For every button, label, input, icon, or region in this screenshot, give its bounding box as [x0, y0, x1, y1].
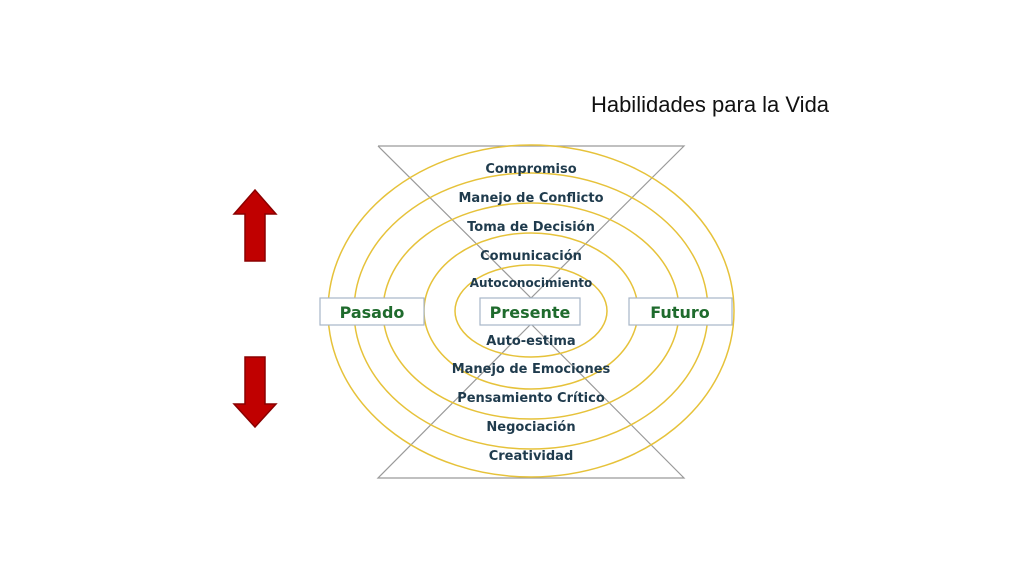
pasado-label: Pasado	[340, 303, 405, 322]
presente-label: Presente	[490, 303, 571, 322]
futuro-box	[628, 297, 733, 326]
skill-manejo-de-conflicto: Manejo de Conflicto	[458, 191, 603, 206]
skill-toma-de-decision: Toma de Decisión	[467, 220, 595, 235]
skill-manejo-de-emociones: Manejo de Emociones	[452, 362, 611, 377]
skill-negociacion: Negociación	[486, 420, 575, 435]
skill-comunicacion: Comunicación	[480, 249, 582, 264]
skill-pensamiento-critico: Pensamiento Crítico	[457, 391, 605, 406]
skill-auto-estima: Auto-estima	[486, 334, 575, 349]
skill-creatividad: Creatividad	[489, 449, 574, 464]
down-arrow-icon	[232, 356, 278, 429]
pasado-box	[319, 297, 425, 326]
futuro-label: Futuro	[650, 303, 709, 322]
upper-funnel	[377, 145, 686, 299]
skill-autoconocimiento: Autoconocimiento	[470, 276, 592, 290]
presente-box	[479, 297, 581, 326]
ring-1	[454, 264, 608, 358]
up-arrow-icon	[232, 188, 278, 262]
skill-compromiso: Compromiso	[485, 162, 576, 177]
slide-title: Habilidades para la Vida	[590, 92, 830, 117]
lower-funnel	[376, 323, 686, 479]
